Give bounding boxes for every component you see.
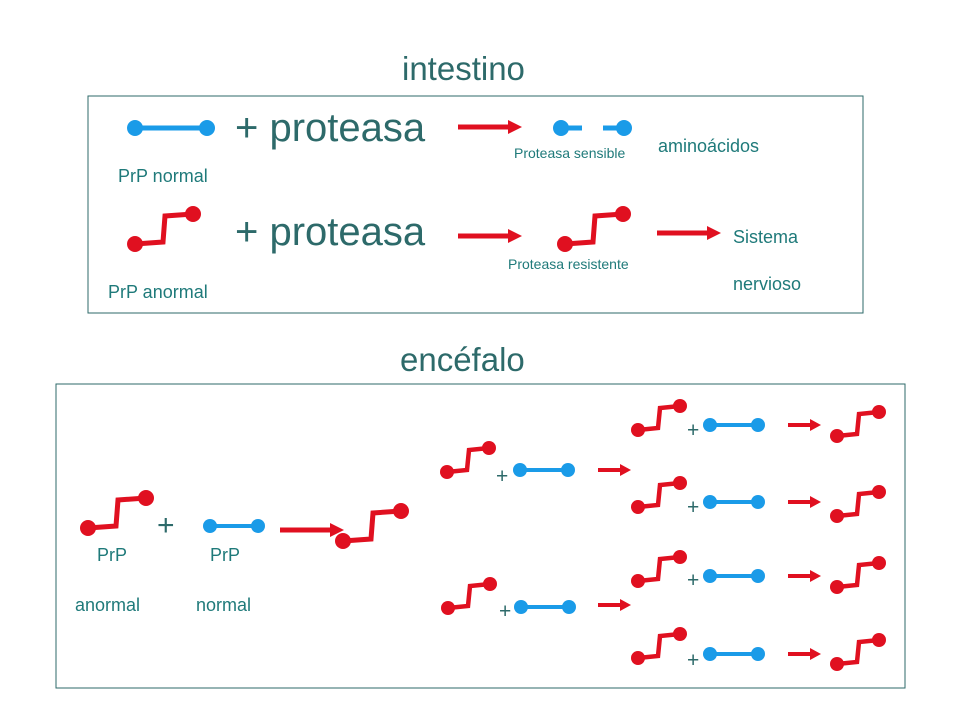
converted-prp-molecule [830,633,886,671]
prp-abnormal-molecule [631,627,687,665]
prp-abnormal-molecule [631,550,687,588]
protease-resistant-label: Proteasa resistente [508,256,629,272]
intestino-title: intestino [402,50,525,87]
prp-normal-molecule [511,461,577,479]
plus-protease-label: + proteasa [235,210,426,254]
prp-normal-label-line2: normal [196,595,252,615]
plus-protease-label: + proteasa [235,106,426,150]
prp-abnormal-molecule [441,577,497,615]
prp-normal-molecule [701,645,767,663]
cleaved-fragments [553,120,632,136]
reaction-arrow [786,494,823,510]
prp-abnormal-molecule [127,206,201,252]
plus-sign: + [157,509,175,542]
prp-normal-molecule [701,567,767,585]
converted-prp-molecule [830,556,886,594]
aminoacids-label: aminoácidos [658,136,760,156]
prp-normal-label: PrP normal [118,166,208,186]
converted-prp-molecule [335,503,409,549]
plus-sign: + [499,600,512,623]
reaction-arrow [786,646,823,662]
plus-sign: + [687,569,700,592]
prp-abnormal-molecule [631,476,687,514]
reaction-arrow [458,229,522,243]
prp-normal-label-line1: PrP [210,545,241,565]
reaction-arrow [786,417,823,433]
reaction-arrow [458,120,522,134]
prp-normal-molecule [127,120,215,136]
converted-prp-molecule [830,405,886,443]
plus-sign: + [687,419,700,442]
reaction-arrow [786,568,823,584]
prp-abnormal-molecule [440,441,496,479]
plus-sign: + [687,649,700,672]
plus-sign: + [687,496,700,519]
intestino-frame [87,95,864,314]
prp-normal-molecule [201,517,267,535]
reaction-arrow [596,597,633,613]
encefalo-title: encéfalo [400,341,525,378]
prp-normal-molecule [701,416,767,434]
resistant-prp-molecule [557,206,631,252]
nervous-system-label-line1: Sistema [733,227,799,247]
reaction-arrow [596,462,633,478]
reaction-arrow [657,226,721,240]
prp-normal-molecule [512,598,578,616]
protease-sensitive-label: Proteasa sensible [514,145,626,161]
reaction-arrow [280,523,344,537]
prp-abnormal-label-line1: PrP [97,545,128,565]
prp-abnormal-label: PrP anormal [108,282,208,302]
nervous-system-label-line2: nervioso [733,274,802,294]
prp-abnormal-molecule [80,490,154,536]
converted-prp-molecule [830,485,886,523]
plus-sign: + [496,465,509,488]
prp-abnormal-label-line2: anormal [75,595,141,615]
encefalo-frame [55,383,906,689]
prp-normal-molecule [701,493,767,511]
prp-abnormal-molecule [631,399,687,437]
